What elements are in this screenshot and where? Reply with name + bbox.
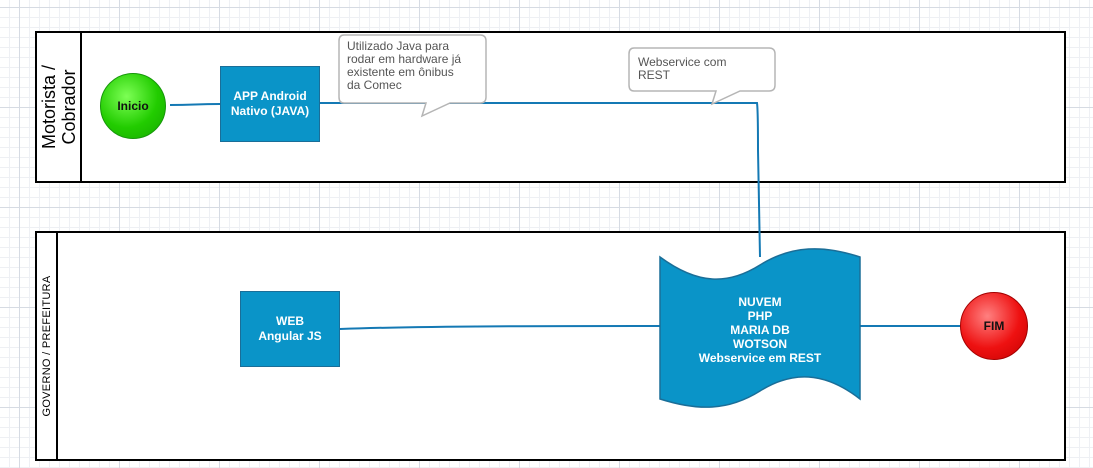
lane-motorista-cobrador: Motorista / Cobrador bbox=[35, 31, 1066, 183]
app-line-1: APP Android bbox=[233, 89, 307, 103]
callout-webservice-shape bbox=[628, 47, 776, 106]
cloud-line-5: Webservice em REST bbox=[698, 351, 822, 365]
lane-header-governo: GOVERNO / PREFEITURA bbox=[37, 233, 58, 459]
end-label: FIM bbox=[983, 319, 1005, 333]
app-line-2: Nativo (JAVA) bbox=[230, 104, 310, 118]
start-label: Inicio bbox=[117, 99, 149, 113]
cloud-node[interactable]: NUVEM PHP MARIA DB WOTSON Webservice em … bbox=[660, 280, 860, 380]
cloud-line-2: PHP bbox=[747, 309, 773, 323]
cloud-shape bbox=[659, 248, 861, 408]
lane-title-line-1: Motorista / bbox=[39, 64, 59, 150]
callout-java-text: Utilizado Java para rodar em hardware já… bbox=[347, 39, 462, 92]
lane-title-line-2: Cobrador bbox=[59, 69, 79, 145]
end-event[interactable]: FIM bbox=[960, 292, 1028, 360]
lane-header-motorista: Motorista / Cobrador bbox=[37, 33, 82, 181]
start-event[interactable]: Inicio bbox=[100, 73, 166, 139]
web-line-2: Angular JS bbox=[258, 329, 322, 343]
callout-java-shape bbox=[338, 34, 487, 118]
cloud-line-4: WOTSON bbox=[733, 337, 787, 351]
lane-title-motorista: Motorista / Cobrador bbox=[39, 65, 79, 149]
lane-governo-prefeitura: GOVERNO / PREFEITURA bbox=[35, 231, 1066, 461]
web-box[interactable]: WEB Angular JS bbox=[240, 291, 340, 367]
callout-webservice-text: Webservice com REST bbox=[638, 55, 727, 82]
web-line-1: WEB bbox=[276, 314, 304, 328]
lane-title-governo: GOVERNO / PREFEITURA bbox=[41, 275, 53, 417]
cloud-line-1: NUVEM bbox=[738, 295, 782, 309]
app-android-box[interactable]: APP Android Nativo (JAVA) bbox=[220, 66, 320, 142]
cloud-line-3: MARIA DB bbox=[730, 323, 790, 337]
